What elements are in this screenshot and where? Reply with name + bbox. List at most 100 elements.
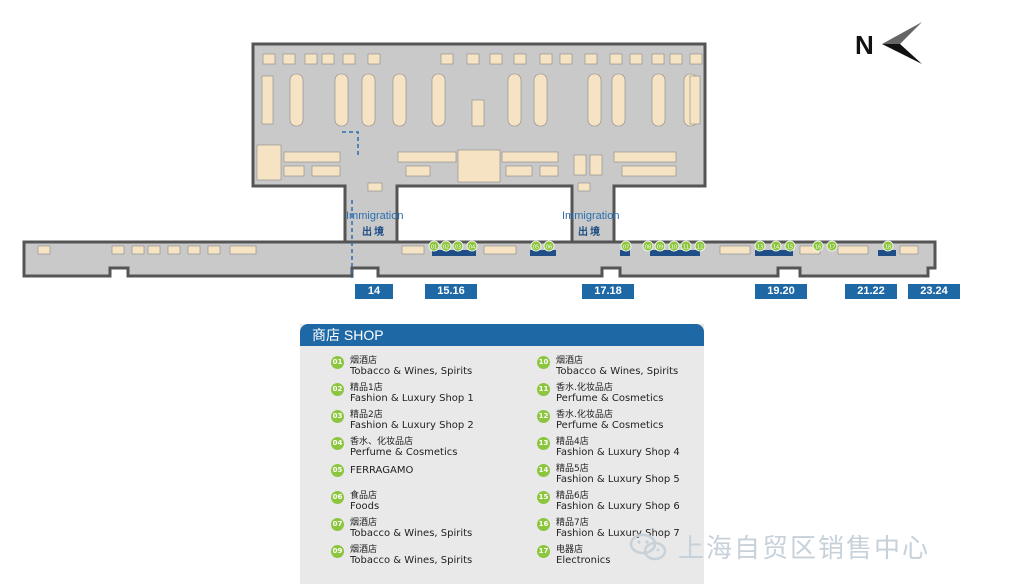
immigration-line (342, 131, 359, 278)
legend-number-badge: 16 (537, 518, 550, 531)
shop-unit (229, 245, 257, 255)
legend-number-badge: 13 (537, 437, 550, 450)
shop-pillar (334, 73, 349, 127)
shop-marker[interactable]: 03 (452, 240, 464, 252)
legend-en-label: Perfume & Cosmetics (350, 447, 458, 458)
svg-text:16: 16 (815, 245, 821, 251)
shop-unit (573, 154, 587, 176)
legend-number-badge: 04 (331, 437, 344, 450)
shop-unit (651, 53, 665, 65)
gate-19-20[interactable]: 19.20 (755, 284, 807, 299)
shop-marker[interactable]: 02 (440, 240, 452, 252)
svg-text:04: 04 (469, 245, 475, 251)
legend-cn-label: 精品2店 (350, 410, 383, 420)
shop-pillar (431, 73, 446, 127)
shop-marker[interactable]: 11 (680, 240, 692, 252)
shop-unit (282, 53, 296, 65)
shop-pillar (533, 73, 548, 127)
shop-unit (261, 75, 274, 125)
svg-text:01: 01 (431, 245, 437, 251)
watermark-text: 上海自贸区销售中心 (678, 534, 931, 564)
shop-marker[interactable]: 05 (530, 240, 542, 252)
legend-number-badge: 12 (537, 410, 550, 423)
svg-text:15: 15 (787, 245, 793, 251)
shop-unit (304, 53, 318, 65)
svg-text:02: 02 (443, 245, 449, 251)
shop-unit (539, 165, 559, 177)
shop-marker[interactable]: 17 (826, 240, 838, 252)
watermark: 上海自贸区销售中心 (628, 528, 930, 565)
shop-unit (367, 182, 383, 192)
shop-marker[interactable]: 07 (620, 240, 632, 252)
shop-marker[interactable]: 18 (882, 240, 894, 252)
shop-unit (483, 245, 517, 255)
legend-en-label: Fashion & Luxury Shop 7 (556, 528, 680, 539)
svg-text:13: 13 (757, 245, 763, 251)
shop-marker[interactable]: 04 (466, 240, 478, 252)
shop-marker[interactable]: 15 (784, 240, 796, 252)
legend-number-badge: 02 (331, 383, 344, 396)
legend-number-badge: 01 (331, 356, 344, 369)
shop-pillar (611, 73, 626, 127)
shop-unit (466, 53, 480, 65)
shop-pillar (507, 73, 522, 127)
gate-15-16[interactable]: 15.16 (425, 284, 477, 299)
gate-14[interactable]: 14 (355, 284, 393, 299)
shop-marker[interactable]: 16 (812, 240, 824, 252)
legend-number-badge: 07 (331, 518, 344, 531)
legend-title: 商店 SHOP (300, 324, 704, 346)
shop-marker[interactable]: 14 (770, 240, 782, 252)
legend-en-label: Perfume & Cosmetics (556, 393, 664, 404)
shop-marker[interactable]: 09 (654, 240, 666, 252)
legend-en-label: Tobacco & Wines, Spirits (350, 366, 473, 377)
gate-17-18[interactable]: 17.18 (582, 284, 634, 299)
legend-en-label: Perfume & Cosmetics (556, 420, 664, 431)
shop-marker[interactable]: 08 (642, 240, 654, 252)
shop-legend: 商店 SHOP 01 烟酒店 Tobacco & Wines, Spirits 02 精… (300, 324, 704, 584)
shop-unit (283, 165, 305, 177)
shop-unit (37, 245, 51, 255)
svg-text:10: 10 (671, 245, 677, 251)
shop-unit (513, 53, 527, 65)
luxury-shop (530, 250, 556, 256)
svg-text:09: 09 (657, 245, 663, 251)
gate-23-24[interactable]: 23.24 (908, 284, 960, 299)
shop-unit (621, 165, 677, 177)
shop-marker[interactable]: 06 (543, 240, 555, 252)
legend-cn-label: 精品7店 (556, 518, 589, 528)
shop-marker[interactable]: 01 (428, 240, 440, 252)
shop-unit (262, 53, 276, 65)
shop-unit (489, 53, 503, 65)
legend-cn-label: 精品1店 (350, 383, 383, 393)
shop-unit (207, 245, 221, 255)
shop-unit (559, 53, 573, 65)
luxury-shop (650, 250, 700, 256)
shop-unit (440, 53, 454, 65)
shop-unit (505, 165, 533, 177)
legend-number-badge: 09 (331, 545, 344, 558)
concourse (22, 240, 937, 278)
legend-cn-label: 香水.化妆品店 (556, 410, 613, 420)
shop-unit (589, 154, 603, 176)
gate-21-22[interactable]: 21.22 (845, 284, 897, 299)
shop-unit (321, 53, 335, 65)
shop-marker[interactable]: 13 (754, 240, 766, 252)
shop-marker[interactable]: 10 (668, 240, 680, 252)
legend-number-badge: 11 (537, 383, 550, 396)
legend-cn-label: 烟酒店 (556, 356, 584, 366)
svg-text:12: 12 (697, 245, 703, 251)
svg-text:03: 03 (455, 245, 461, 251)
immigration-label-2: Immigration (562, 210, 620, 222)
legend-cn-label: 烟酒店 (350, 518, 378, 528)
shop-marker[interactable]: 12 (694, 240, 706, 252)
shop-block (457, 149, 501, 183)
legend-cn-label: 精品6店 (556, 491, 589, 501)
